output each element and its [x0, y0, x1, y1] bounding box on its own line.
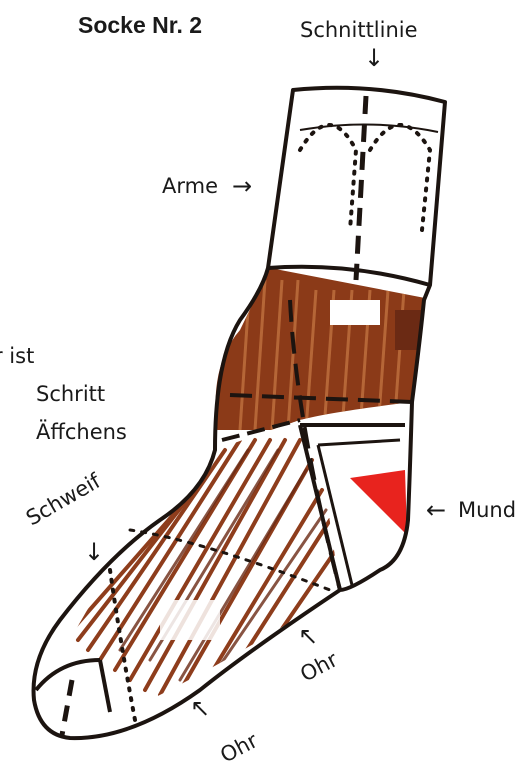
sock-cuff: [268, 88, 445, 285]
sock-toe: [36, 658, 110, 726]
